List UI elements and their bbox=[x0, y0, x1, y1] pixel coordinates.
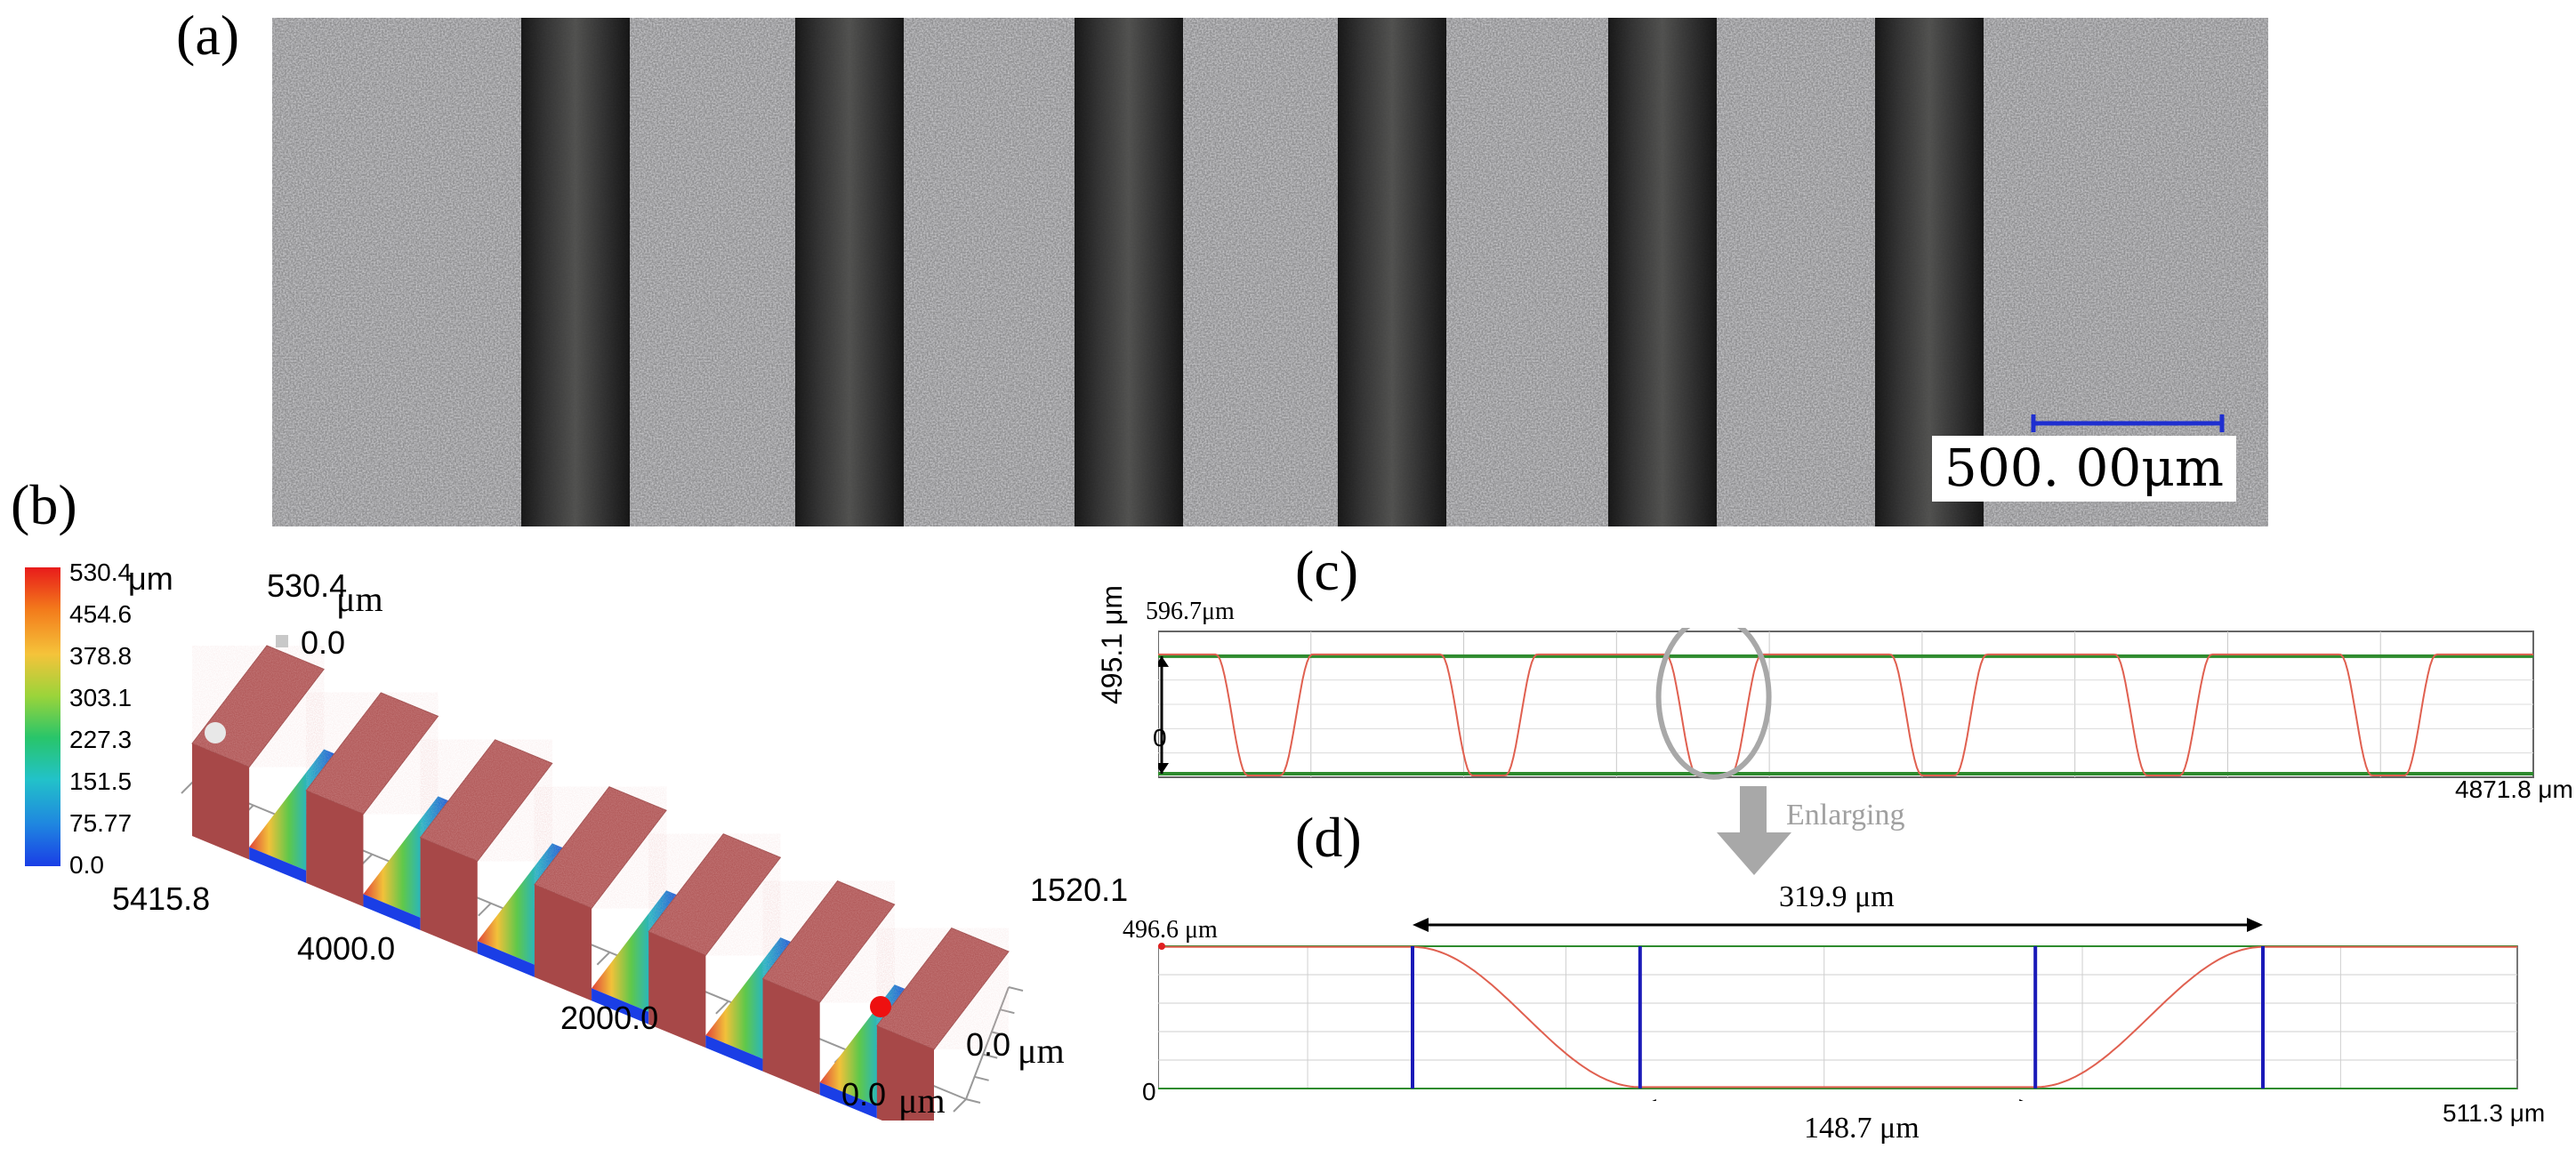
d-bottom-width-arrow-head bbox=[2019, 1099, 2024, 1101]
surface-texture bbox=[762, 880, 895, 1003]
x-axis-tick bbox=[181, 780, 195, 794]
d-bottom-width-arrow-head bbox=[1652, 1099, 1656, 1101]
micrograph-groove bbox=[1338, 18, 1446, 526]
y-axis-tick bbox=[982, 1053, 998, 1059]
x-axis-tick bbox=[953, 1098, 967, 1113]
surface-front-face bbox=[762, 978, 820, 1096]
surface-front-face bbox=[249, 847, 307, 883]
surface-texture bbox=[876, 928, 1009, 1049]
x-axis-unit: μm bbox=[898, 1081, 946, 1121]
c-y-max-label: 596.7μm bbox=[1146, 598, 1235, 625]
micrograph-groove bbox=[1075, 18, 1183, 526]
surface-front-face bbox=[306, 790, 364, 907]
surface-front-face bbox=[876, 1025, 934, 1121]
panel-label-d: (d) bbox=[1295, 806, 1362, 869]
c-height-arrow-head bbox=[1158, 655, 1169, 667]
surface-front-face bbox=[192, 743, 250, 860]
scale-bar bbox=[2031, 414, 2225, 432]
colorbar-tick-label: 227.3 bbox=[69, 726, 133, 753]
d-top-width-label: 319.9 μm bbox=[1779, 880, 1895, 913]
d-top-width-arrow-head bbox=[1412, 918, 1429, 932]
panel-label-c: (c) bbox=[1295, 539, 1359, 602]
micrograph-texture bbox=[272, 18, 2268, 526]
c-height-annotation: 495.1 μm bbox=[1096, 584, 1128, 704]
y-axis-tick bbox=[974, 1075, 989, 1081]
z-min-label: 0.0 bbox=[301, 624, 346, 661]
y-axis-line bbox=[965, 986, 1010, 1100]
enlarging-arrow-head bbox=[1717, 832, 1791, 875]
surface-front-face bbox=[819, 1082, 877, 1119]
c-x-max-label: 4871.8 μm bbox=[2455, 775, 2573, 803]
scale-bar-label: 500. 00μm bbox=[1931, 436, 2236, 502]
y-axis-tick bbox=[965, 1098, 981, 1104]
y-axis-unit: μm bbox=[1018, 1031, 1065, 1071]
z-max-label: 530.4 bbox=[267, 567, 348, 604]
y-axis-tick-2: 0.0 bbox=[966, 1026, 1011, 1063]
colorbar-tick-label: 151.5 bbox=[69, 767, 133, 795]
profile-chart-d bbox=[1158, 918, 2518, 1101]
surface-front-face bbox=[534, 884, 592, 1001]
y-axis-tick bbox=[1008, 986, 1024, 992]
surface-texture bbox=[420, 739, 552, 862]
micrograph-groove bbox=[795, 18, 904, 526]
colorbar-tick-label: 378.8 bbox=[69, 642, 133, 670]
surface-3d-plot bbox=[181, 645, 1024, 1121]
surface-texture bbox=[306, 692, 439, 815]
panel-label-b: (b) bbox=[11, 473, 77, 536]
x-axis-tick-1: 5415.8 bbox=[112, 880, 211, 917]
x-axis-tick bbox=[715, 1000, 729, 1015]
surface-texture bbox=[648, 833, 781, 956]
profile-chart-c bbox=[1158, 628, 2534, 780]
surface-front-face bbox=[705, 1035, 763, 1072]
enlarging-arrow bbox=[1717, 786, 1791, 875]
z-min-marker bbox=[276, 635, 288, 647]
d-y-zero-label: 0 bbox=[1142, 1078, 1156, 1105]
enlarging-arrow-shaft bbox=[1740, 786, 1767, 832]
surface-front-face bbox=[648, 931, 706, 1049]
colorbar-tick-label: 454.6 bbox=[69, 600, 133, 628]
surface-front-face bbox=[363, 894, 421, 930]
colorbar-unit: μm bbox=[128, 560, 173, 597]
surface-front-face bbox=[420, 837, 478, 954]
y-axis-tick-1: 1520.1 bbox=[1030, 872, 1129, 908]
x-axis-tick-2: 4000.0 bbox=[297, 930, 396, 967]
d-bottom-width-label: 148.7 μm bbox=[1804, 1112, 1920, 1145]
c-y-zero-label: 0 bbox=[1153, 724, 1167, 751]
surface-texture bbox=[534, 786, 667, 909]
enlarging-label: Enlarging bbox=[1786, 799, 1905, 832]
d-y-max-label: 496.6 μm bbox=[1123, 916, 1218, 944]
colorbar-tick-label: 303.1 bbox=[69, 684, 133, 711]
x-axis-tick bbox=[478, 902, 492, 917]
micrograph-image: 500. 00μm bbox=[272, 18, 2268, 526]
colorbar bbox=[25, 567, 60, 866]
x-axis-tick-4: 0.0 bbox=[841, 1076, 887, 1113]
c-highlight-ellipse bbox=[1655, 628, 1772, 780]
surface-front-face bbox=[592, 988, 649, 1024]
x-axis-tick bbox=[596, 952, 611, 966]
y-axis-tick bbox=[1000, 1008, 1015, 1015]
colorbar-gradient bbox=[25, 567, 60, 866]
y-axis-tick bbox=[991, 1031, 1007, 1037]
colorbar-tick-label: 75.77 bbox=[69, 809, 133, 837]
d-plot-frame bbox=[1158, 945, 2518, 1089]
z-max-unit: μm bbox=[336, 579, 383, 619]
d-top-width-arrow-head bbox=[2247, 918, 2264, 932]
c-height-arrow-head bbox=[1158, 763, 1169, 774]
micrograph-groove bbox=[1608, 18, 1717, 526]
x-axis-tick-3: 2000.0 bbox=[560, 1000, 659, 1036]
d-x-max-label: 511.3 μm bbox=[2443, 1099, 2546, 1127]
surface-marker-end bbox=[870, 996, 891, 1017]
surface-texture bbox=[192, 646, 325, 767]
surface-marker-start bbox=[205, 722, 226, 743]
micrograph-groove bbox=[521, 18, 630, 526]
d-start-dot bbox=[1158, 943, 1165, 950]
surface-front-face bbox=[477, 941, 535, 977]
panel-label-a: (a) bbox=[176, 4, 240, 67]
c-profile-line bbox=[1158, 653, 2533, 776]
d-profile-line bbox=[1158, 945, 2517, 1089]
colorbar-tick-label: 0.0 bbox=[69, 851, 104, 879]
colorbar-tick-label: 530.4 bbox=[69, 558, 133, 586]
